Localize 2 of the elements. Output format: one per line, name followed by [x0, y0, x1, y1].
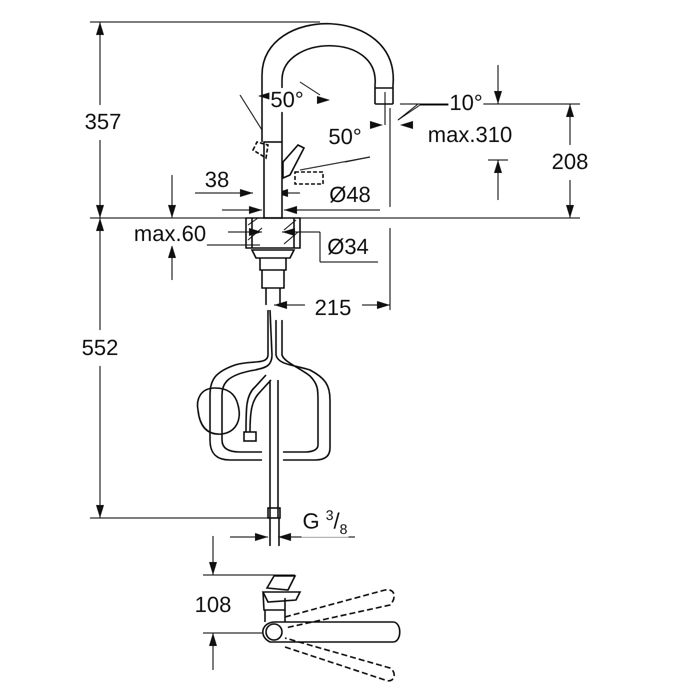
dimension-label: G $^{3}$/$_{8}$	[302, 507, 348, 537]
dimension-label: 50°	[269, 88, 305, 112]
